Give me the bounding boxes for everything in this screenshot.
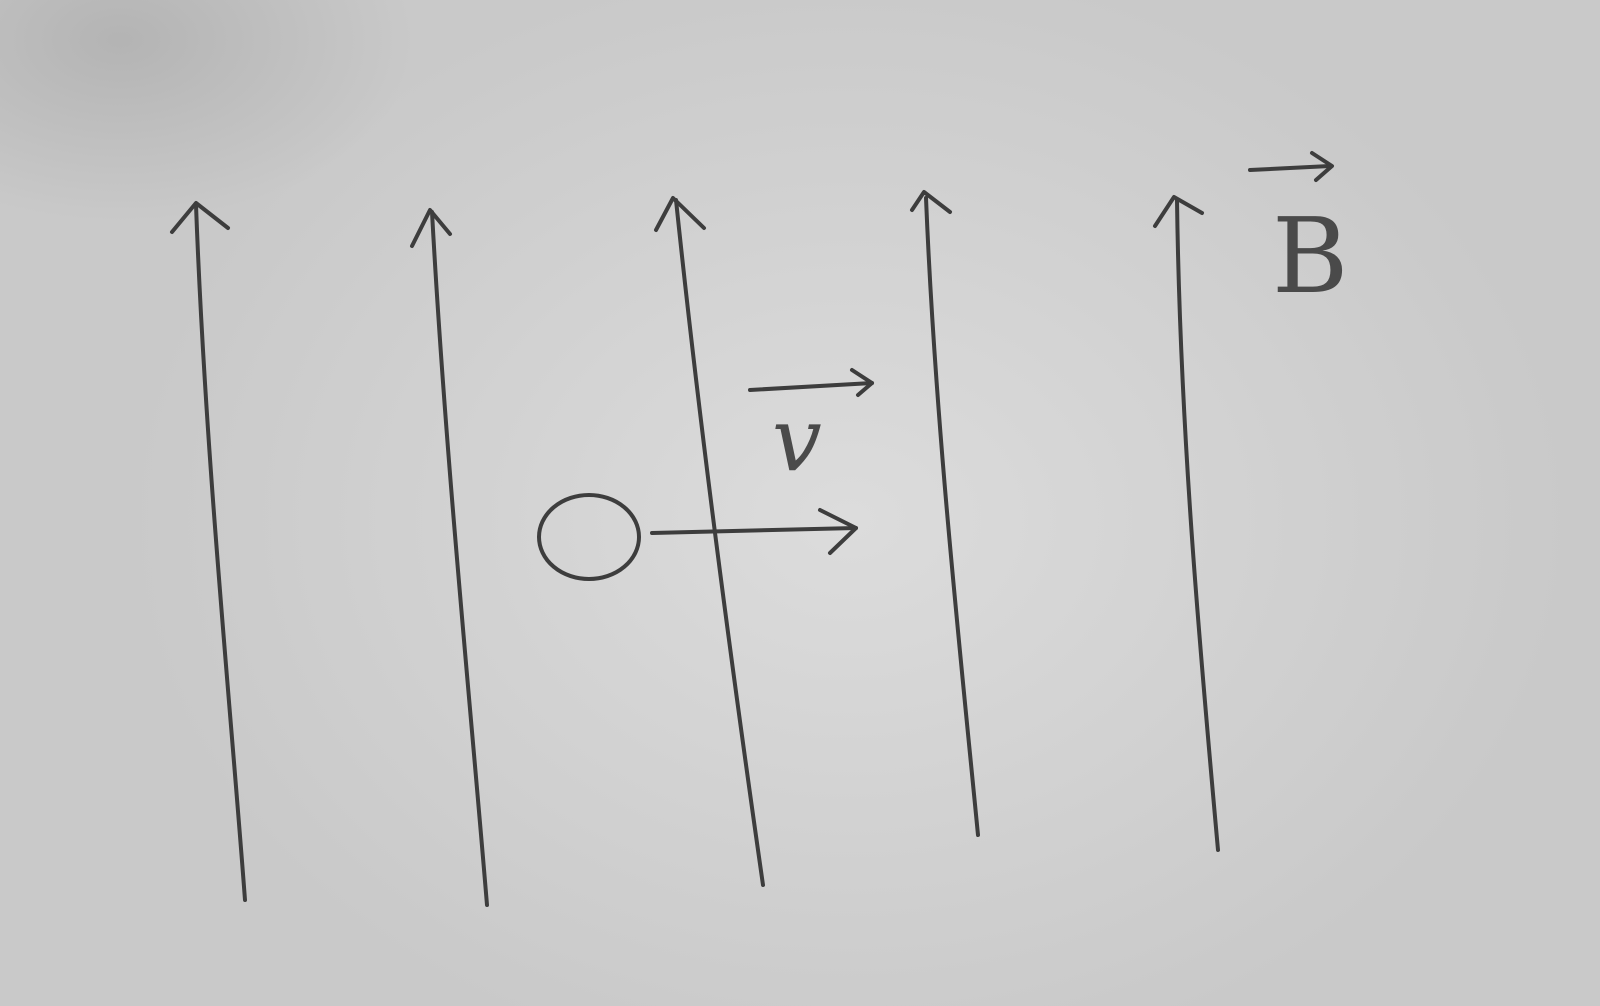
field-line-5 bbox=[1153, 195, 1220, 852]
field-line-2 bbox=[410, 208, 489, 907]
field-line-3 bbox=[654, 196, 765, 887]
particle-circle bbox=[537, 493, 641, 581]
field-label-text: B bbox=[1272, 195, 1348, 317]
velocity-arrow bbox=[650, 508, 858, 555]
velocity-label: v bbox=[748, 368, 874, 491]
field-line-1 bbox=[170, 201, 247, 902]
field-line-4 bbox=[910, 190, 980, 837]
field-label: B bbox=[1248, 151, 1348, 317]
velocity-label-text: v bbox=[772, 388, 822, 491]
